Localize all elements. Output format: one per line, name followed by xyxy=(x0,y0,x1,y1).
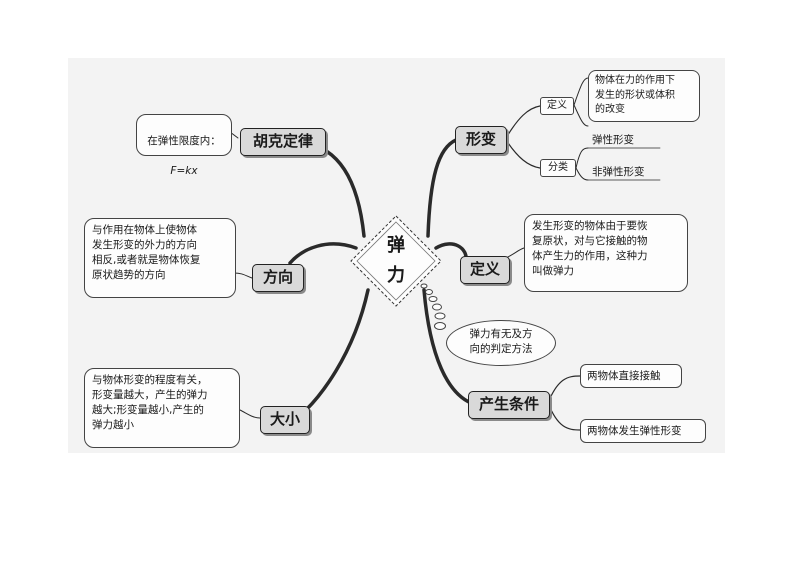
condition-direct-contact: 两物体直接接触 xyxy=(580,364,682,388)
deformation-definition-tag: 定义 xyxy=(540,97,574,115)
hooke-law-node: 胡克定律 xyxy=(240,128,326,156)
direction-node: 方向 xyxy=(252,264,304,292)
hooke-note: 在弹性限度内： F=kx xyxy=(136,114,232,177)
deformation-classification-tag: 分类 xyxy=(540,159,576,177)
inelastic-deformation: 非弹性形变 xyxy=(592,166,645,178)
hooke-formula: F=kx xyxy=(170,165,198,177)
deformation-node: 形变 xyxy=(455,126,507,154)
definition-node: 定义 xyxy=(460,256,510,284)
deformation-definition-text: 物体在力的作用下 发生的形状或体积 的改变 xyxy=(588,70,700,122)
magnitude-node: 大小 xyxy=(260,406,310,434)
judgment-method-bubble: 弹力有无及方 向的判定方法 xyxy=(446,320,556,366)
mind-map: 弹力 在弹性限度内： F=kx 胡克定律 与作用在物体上使物体 发生形变的外力的… xyxy=(68,58,725,453)
center-title: 弹力 xyxy=(387,235,405,286)
elastic-deformation: 弹性形变 xyxy=(592,134,634,146)
direction-note: 与作用在物体上使物体 发生形变的外力的方向 相反,或者就是物体恢复 原状趋势的方… xyxy=(84,218,236,298)
condition-elastic-deformation: 两物体发生弹性形变 xyxy=(580,419,706,443)
hooke-note-line: 在弹性限度内： xyxy=(147,135,221,147)
magnitude-note: 与物体形变的程度有关， 形变量越大，产生的弹力 越大;形变量越小,产生的 弹力越… xyxy=(84,368,240,448)
conditions-node: 产生条件 xyxy=(468,391,550,419)
connector-lines xyxy=(229,77,661,431)
definition-note: 发生形变的物体由于要恢 复原状，对与它接触的物 体产生力的作用，这种力 叫做弹力 xyxy=(524,214,688,292)
